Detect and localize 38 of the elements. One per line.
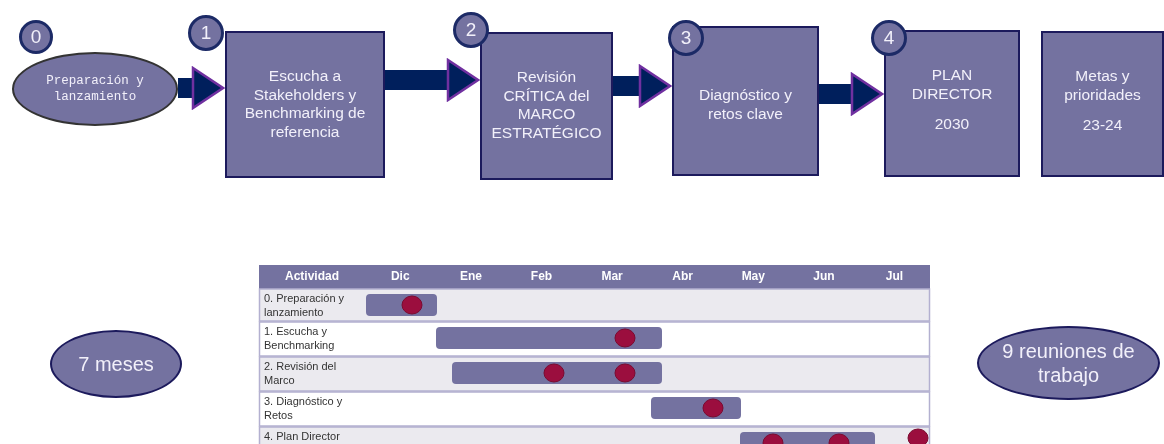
column-header: Actividad	[284, 269, 340, 283]
column-header: Jul	[884, 269, 905, 283]
node-label: 7 meses	[78, 352, 154, 376]
step-number: 0	[19, 20, 53, 54]
node-sublabel: 2030	[934, 115, 970, 134]
block-arrow	[178, 66, 225, 110]
process-box	[884, 30, 1020, 177]
process-box	[672, 26, 819, 176]
node-sublabel: 23-24	[1082, 116, 1123, 135]
step-number: 2	[453, 12, 489, 48]
activity-label: 4. Plan Director	[264, 429, 341, 444]
step-number: 4	[871, 20, 907, 56]
step-number: 1	[188, 15, 224, 51]
block-arrow	[819, 72, 884, 116]
column-header: Jun	[812, 269, 836, 283]
column-header: May	[740, 269, 766, 283]
column-header: Feb	[529, 269, 554, 283]
node-label: PLAN DIRECTOR	[910, 66, 994, 104]
node-label: Escucha a Stakeholders y Benchmarking de referencia	[243, 67, 367, 142]
node-label: Revisión CRÍTICA del MARCO ESTRATÉGICO	[490, 68, 603, 143]
node-label: Diagnóstico y retos clave	[697, 86, 793, 124]
node-label: Metas y prioridades	[1063, 67, 1142, 105]
column-header: Ene	[458, 269, 483, 283]
node-label: 9 reuniones de trabajo	[1001, 339, 1136, 387]
step-number: 3	[668, 20, 704, 56]
activity-label: 1. Escucha y Benchmarking	[264, 324, 336, 353]
process-box	[1041, 31, 1164, 177]
activity-label: 2. Revisión del Marco	[264, 359, 338, 388]
column-header: Mar	[600, 269, 624, 283]
process-box	[480, 32, 613, 180]
block-arrow	[613, 64, 672, 108]
column-header: Dic	[389, 269, 411, 283]
activity-label: 0. Preparación y lanzamiento	[264, 291, 346, 320]
node-label: Preparación y lanzamiento	[45, 72, 145, 106]
activity-label: 3. Diagnóstico y Retos	[264, 394, 344, 423]
block-arrow	[385, 58, 480, 102]
column-header: Abr	[671, 269, 694, 283]
process-box	[225, 31, 385, 178]
